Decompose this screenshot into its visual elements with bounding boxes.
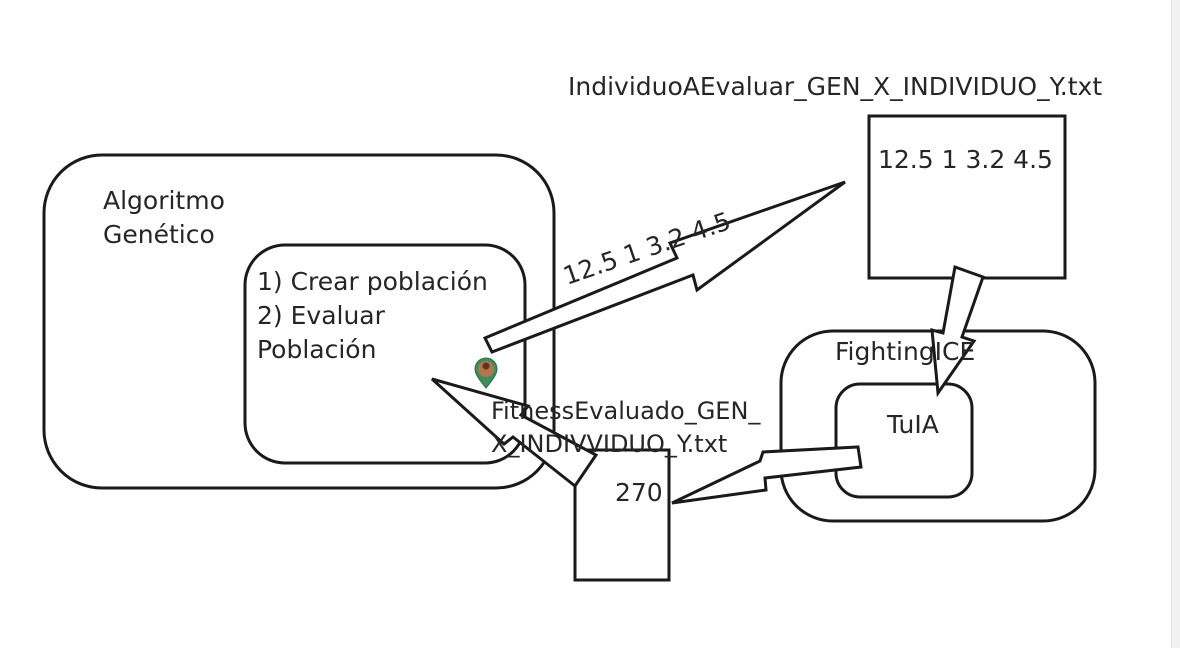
input-file-content: 12.5 1 3.2 4.5 <box>878 145 1053 174</box>
output-file-name-line2: X_INDIVVIDUO_Y.txt <box>491 430 727 458</box>
steps-box[interactable] <box>243 243 527 465</box>
arrow-tuia-to-output[interactable] <box>671 445 863 505</box>
step-evaluate: 2) Evaluar <box>257 301 386 330</box>
arrow-output-to-algorithm[interactable] <box>430 377 599 489</box>
arrow-to-input-file[interactable] <box>482 180 846 354</box>
input-file-box[interactable] <box>867 114 1067 280</box>
arrow-input-to-tuia[interactable] <box>930 264 985 398</box>
algorithm-title-line1: Algoritmo <box>103 186 225 215</box>
step-create-population: 1) Crear población <box>257 267 488 296</box>
output-file-content: 270 <box>615 478 663 507</box>
output-file-box[interactable] <box>573 448 671 582</box>
input-file-name: IndividuoAEvaluar_GEN_X_INDIVIDUO_Y.txt <box>568 72 1102 101</box>
scrollbar-track[interactable] <box>1171 0 1180 648</box>
step-evaluate-population: Población <box>257 335 376 364</box>
tuia-box[interactable] <box>834 382 974 499</box>
tuia-label: TuIA <box>886 410 939 439</box>
fightingice-label: FightingICE <box>835 337 975 366</box>
output-file-name-line1: FitnessEvaluado_GEN_ <box>491 397 761 425</box>
algorithm-title-line2: Genético <box>103 220 215 249</box>
user-location-pin-icon[interactable] <box>474 357 498 389</box>
